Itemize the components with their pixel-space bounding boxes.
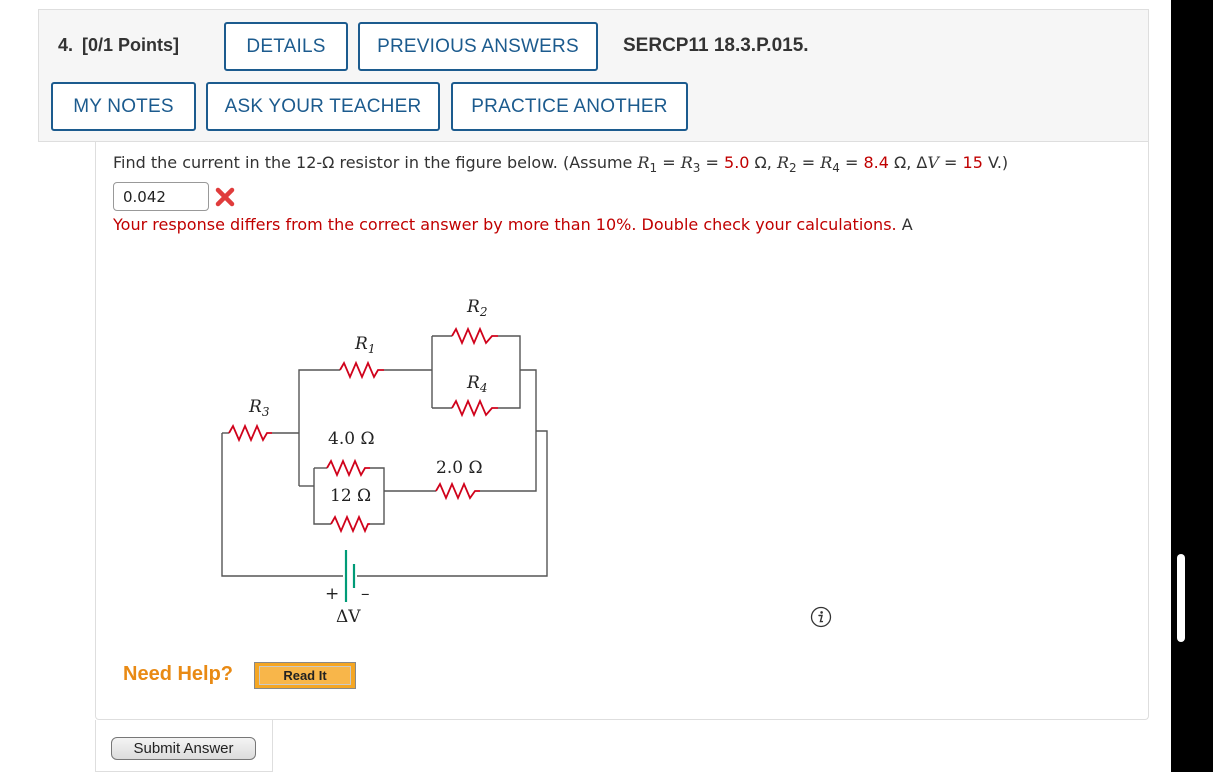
prompt-eq: = [657,153,681,172]
prompt-sub: 3 [692,161,701,176]
question-number: 4. [0/1 Points] [58,35,179,56]
assignment-code: SERCP11 18.3.P.015. [623,35,809,56]
prompt-r: R [637,153,650,172]
scrollbar-track[interactable] [1171,0,1213,772]
label-minus: – [361,584,370,604]
prompt-value-r1-r3: 5.0 [724,153,750,172]
prompt-eq: = [796,153,821,172]
resistor-r4 [451,398,498,418]
scrollbar-thumb[interactable] [1177,554,1185,642]
my-notes-button[interactable]: MY NOTES [51,82,196,131]
incorrect-x-icon [215,187,235,207]
info-icon[interactable] [810,606,832,628]
prompt-unit: Ω, [749,153,777,172]
circuit-diagram: R1 R2 R4 R3 4.0 Ω 12 Ω 2.0 Ω + – ΔV [221,297,548,627]
resistor-2ohm [435,481,480,501]
details-button[interactable]: DETAILS [224,22,348,71]
practice-another-button[interactable]: PRACTICE ANOTHER [451,82,688,131]
question-body [95,142,1149,720]
resistor-4ohm [326,458,370,478]
prompt-r: R [680,153,693,172]
label-12ohm: 12 Ω [330,486,371,506]
prompt-r: R [776,153,789,172]
answer-input[interactable] [113,182,209,211]
prompt-value-r2-r4: 8.4 [863,153,889,172]
prompt-r: R [820,153,833,172]
resistor-r1 [339,360,384,380]
prompt-eq: = [700,153,725,172]
label-r1: R1 [354,334,375,356]
label-r4: R4 [466,373,487,395]
label-4ohm: 4.0 Ω [328,429,375,449]
prompt-eq: = [839,153,864,172]
prompt-text-end: V.) [982,153,1009,172]
resistors [228,326,498,534]
submit-answer-button[interactable]: Submit Answer [111,737,256,760]
need-help-label: Need Help? [123,663,234,685]
resistor-r2 [451,326,498,346]
resistor-12ohm [330,514,370,534]
prompt-sub: 1 [649,161,658,176]
prompt-text: Find the current in the 12-Ω resistor in… [113,153,638,172]
circuit-wires [221,335,548,577]
prompt-unit: Ω, Δ [888,153,928,172]
question-prompt: Find the current in the 12-Ω resistor in… [113,153,1008,175]
answer-unit: A [901,215,913,234]
question-number-text: 4. [58,35,74,55]
previous-answers-button[interactable]: PREVIOUS ANSWERS [358,22,598,71]
prompt-eq: = [938,153,963,172]
label-delta-v: ΔV [336,607,361,627]
battery [344,550,356,602]
answer-feedback: Your response differs from the correct a… [113,215,913,234]
prompt-sub: 2 [789,161,797,176]
label-r2: R2 [466,297,487,319]
label-r3: R3 [248,397,270,419]
resistor-r3 [228,423,272,443]
question-points: [0/1 Points] [82,35,180,55]
prompt-value-dv: 15 [962,153,983,172]
read-it-button[interactable]: Read It [254,662,356,689]
label-plus: + [325,584,339,604]
prompt-v: V [927,153,939,172]
feedback-message: Your response differs from the correct a… [113,215,897,234]
label-2ohm: 2.0 Ω [436,458,483,478]
prompt-sub: 4 [832,161,840,176]
read-it-label: Read It [259,666,351,685]
ask-your-teacher-button[interactable]: ASK YOUR TEACHER [206,82,440,131]
